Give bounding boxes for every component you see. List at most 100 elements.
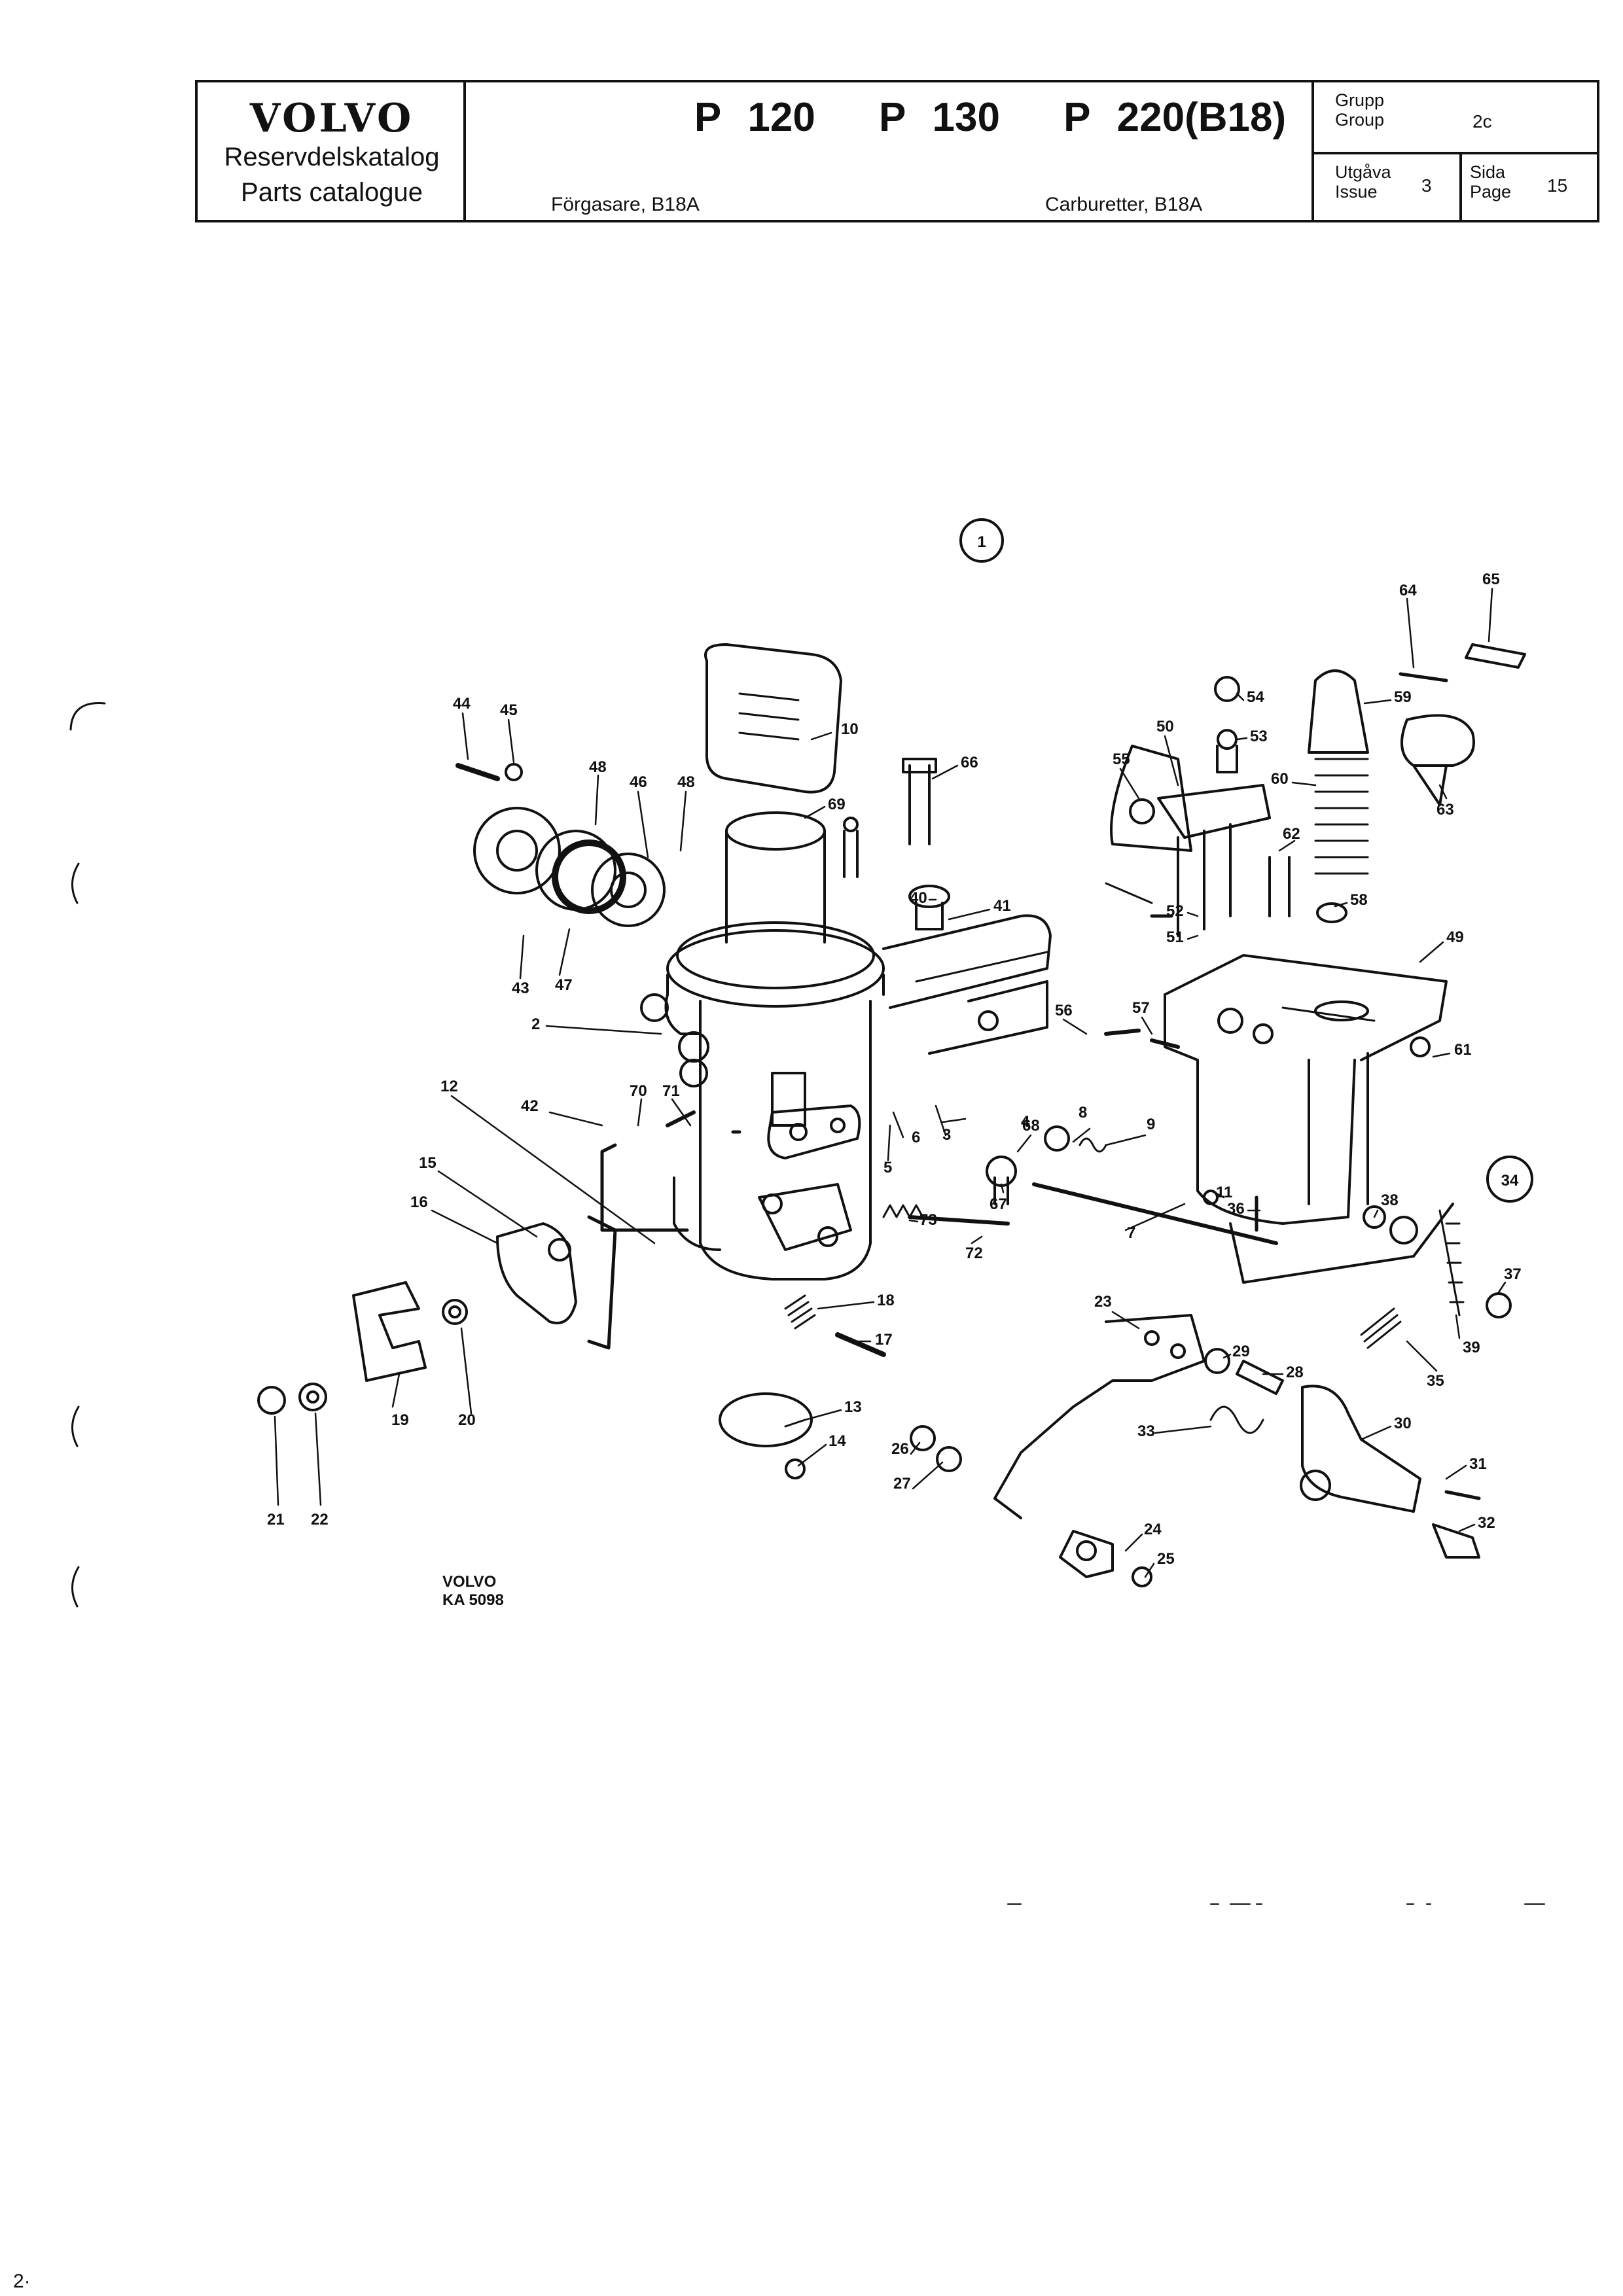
part-label: 10 [841, 720, 859, 738]
callout-text: 1 [977, 533, 986, 551]
part-label: 33 [1137, 1422, 1155, 1440]
model-list: P 120 P 130 P 220(B18) [469, 94, 1512, 141]
choke-cover [455, 763, 666, 927]
carburettor-body [640, 811, 1052, 1280]
part-label: 31 [1469, 1455, 1487, 1473]
part-label: 64 [1399, 582, 1417, 599]
part-label: 53 [1250, 728, 1268, 745]
subtitle-se: Förgasare, B18A [551, 194, 700, 215]
part-label: 49 [1446, 928, 1464, 946]
part-label: 41 [993, 897, 1011, 915]
part-label: 55 [1113, 751, 1130, 768]
group-value: 2c [1472, 111, 1492, 132]
part-label: 23 [1094, 1293, 1112, 1311]
brand-logo: VOLVO [249, 96, 414, 141]
part-label: 62 [1283, 825, 1300, 843]
group-label: Grupp Group [1335, 90, 1385, 130]
part-label: 26 [891, 1440, 909, 1458]
part-label: 48 [677, 773, 695, 791]
part-label: 22 [311, 1511, 329, 1528]
part-label: 3 [942, 1126, 951, 1144]
issue-value: 3 [1421, 175, 1432, 196]
part-label: 5 [883, 1159, 892, 1176]
throttle-linkage-right [993, 1182, 1481, 1587]
part-label: 60 [1271, 770, 1289, 788]
part-label: 13 [844, 1398, 862, 1416]
part-label: 68 [1022, 1117, 1040, 1135]
part-label: 57 [1132, 999, 1150, 1017]
part-label: 52 [1166, 902, 1184, 920]
assembly-callout: 1 [959, 518, 1004, 563]
part-label: 61 [1454, 1041, 1472, 1059]
part-label: 15 [419, 1154, 437, 1172]
binder-marks [69, 702, 106, 1608]
part-label: 19 [391, 1411, 409, 1429]
part-label: 47 [555, 976, 573, 994]
leader-lines [274, 588, 1507, 1578]
part-label: 14 [829, 1432, 846, 1450]
callout-text: 34 [1501, 1172, 1519, 1190]
page-value: 15 [1547, 175, 1568, 196]
throttle-lever-left [257, 1143, 689, 1415]
part-label: 6 [912, 1129, 920, 1146]
header-divider [1459, 154, 1462, 220]
part-label: 9 [1147, 1116, 1155, 1133]
part-label: 59 [1394, 688, 1412, 706]
model-name: P 220(B18) [1063, 95, 1287, 140]
part-label: 30 [1394, 1415, 1412, 1432]
part-label: 20 [458, 1411, 476, 1429]
part-label: 27 [893, 1475, 911, 1492]
part-label: 46 [630, 773, 647, 791]
float-chamber [1110, 745, 1448, 1225]
part-label: 7 [1127, 1224, 1135, 1242]
part-label: 18 [877, 1292, 895, 1309]
small-parts [666, 758, 1512, 1479]
catalog-title-se: Reservdelskatalog [224, 143, 440, 171]
part-label: 4 [1021, 1113, 1030, 1131]
part-label: 69 [828, 796, 846, 813]
page-label: Sida Page [1470, 162, 1512, 202]
part-label: 65 [1482, 571, 1500, 588]
model-name: P 120 [694, 95, 815, 140]
part-label: 56 [1055, 1002, 1073, 1019]
part-label: 67 [990, 1195, 1007, 1213]
part-label: 70 [630, 1082, 647, 1100]
part-label: 58 [1350, 891, 1368, 909]
issue-label: Utgåva Issue [1335, 162, 1391, 202]
part-label: 43 [512, 980, 529, 997]
catalog-title-en: Parts catalogue [241, 178, 423, 207]
pump-spring-assembly [1214, 643, 1526, 923]
header-table: VOLVO Reservdelskatalog Parts catalogue … [195, 80, 1599, 222]
part-label: 32 [1478, 1514, 1495, 1532]
part-labels: 2 3 4 5 6 7 8 9 10 11 12 13 14 15 16 17 … [267, 571, 1522, 1568]
filter-plate [704, 643, 842, 794]
part-label: 54 [1247, 688, 1264, 706]
page-mark: 2· [13, 2270, 31, 2292]
part-label: 24 [1144, 1521, 1162, 1538]
part-label: 51 [1166, 928, 1184, 946]
part-label: 48 [589, 758, 607, 776]
part-label: 63 [1436, 801, 1454, 819]
part-label: 2 [531, 1016, 540, 1033]
part-label: 45 [500, 701, 518, 719]
part-label: 12 [440, 1078, 458, 1095]
part-label: 40 [910, 889, 927, 907]
part-label: 37 [1504, 1265, 1522, 1283]
part-label: 35 [1427, 1372, 1444, 1390]
part-label: 44 [453, 695, 471, 713]
part-label: 25 [1157, 1550, 1175, 1568]
header-divider [1311, 82, 1314, 220]
part-label: 29 [1232, 1343, 1250, 1360]
subtitle-en: Carburetter, B18A [1045, 194, 1203, 215]
drawing-identifier: VOLVO KA 5098 [442, 1573, 504, 1609]
part-label: 73 [919, 1211, 937, 1229]
part-label: 21 [267, 1511, 285, 1528]
part-label: 39 [1463, 1339, 1480, 1356]
part-label: 42 [521, 1097, 539, 1115]
detail-callout: 34 [1486, 1156, 1533, 1203]
part-label: 50 [1156, 718, 1174, 735]
part-label: 16 [410, 1193, 428, 1211]
part-label: 17 [875, 1331, 893, 1349]
part-label: 72 [965, 1245, 983, 1262]
